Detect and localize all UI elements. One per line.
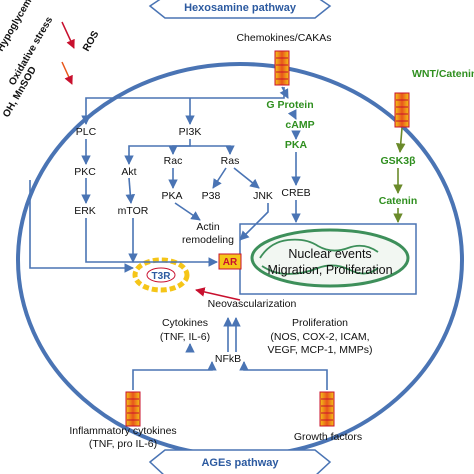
nucleus-line1: Nuclear events	[288, 247, 371, 261]
inflammatory-receptor: Inflammatory cytokines (TNF, pro IL-6)	[69, 391, 177, 450]
proliferation-node: Proliferation	[292, 317, 348, 329]
ar-box: AR	[218, 253, 242, 270]
ages-pathway-box: AGEs pathway	[148, 449, 332, 474]
arrows	[29, 86, 406, 390]
gsk3b-node: GSK3β	[380, 155, 416, 167]
plc-node: PLC	[76, 126, 97, 138]
inflammatory-label-2: (TNF, pro IL-6)	[89, 438, 157, 450]
ros-label: ROS	[81, 29, 102, 54]
pka-mid-node: PKA	[161, 190, 182, 202]
erk-node: ERK	[74, 205, 96, 217]
cytokines-node-2: (TNF, IL-6)	[160, 331, 210, 343]
pkc-node: PKC	[74, 166, 96, 178]
ages-pathway-label: AGEs pathway	[201, 457, 279, 469]
wnt-label: WNT/Catenin	[412, 68, 474, 80]
proliferation-node-2: VEGF, MCP-1, MMPs)	[267, 344, 372, 356]
rac-node: Rac	[164, 155, 183, 167]
wnt-receptor: WNT/Catenin	[394, 68, 474, 128]
nucleus: Nuclear events Migration, Proliferation	[239, 223, 417, 295]
neovascularization-node: Neovascularization	[208, 298, 297, 310]
ras-node: Ras	[221, 155, 240, 167]
nucleus-line2: Migration, Proliferation	[267, 263, 392, 277]
pka-top-node: PKA	[285, 139, 308, 151]
hexosamine-pathway-label: Hexosamine pathway	[184, 2, 297, 14]
t3r-label: T3R	[152, 271, 172, 282]
jnk-node: JNK	[253, 190, 273, 202]
p38-node: P38	[202, 190, 221, 202]
creb-node: CREB	[281, 187, 310, 199]
actin-node-1: Actin	[196, 221, 220, 233]
pi3k-node: PI3K	[179, 126, 202, 138]
chemokines-receptor: Chemokines/CAKAs	[236, 32, 332, 86]
proliferation-node-1: (NOS, COX-2, ICAM,	[270, 331, 369, 343]
inflammatory-label-1: Inflammatory cytokines	[69, 425, 176, 437]
chemokines-label: Chemokines/CAKAs	[236, 32, 331, 44]
growth-factors-receptor: Growth factors	[294, 391, 362, 443]
actin-node-2: remodeling	[182, 234, 234, 246]
mtor-node: mTOR	[118, 205, 149, 217]
g-protein-node: G Protein	[266, 99, 313, 111]
nfkb-node: NFkB	[215, 353, 241, 365]
catenin-node: Catenin	[379, 195, 418, 207]
ar-label: AR	[223, 257, 238, 268]
akt-node: Akt	[121, 166, 136, 178]
camp-node: cAMP	[285, 119, 314, 131]
t3r-ring: T3R	[132, 257, 190, 293]
growth-factors-label: Growth factors	[294, 431, 362, 443]
cytokines-node-1: Cytokines	[162, 317, 208, 329]
hexosamine-pathway-box: Hexosamine pathway	[148, 0, 332, 19]
